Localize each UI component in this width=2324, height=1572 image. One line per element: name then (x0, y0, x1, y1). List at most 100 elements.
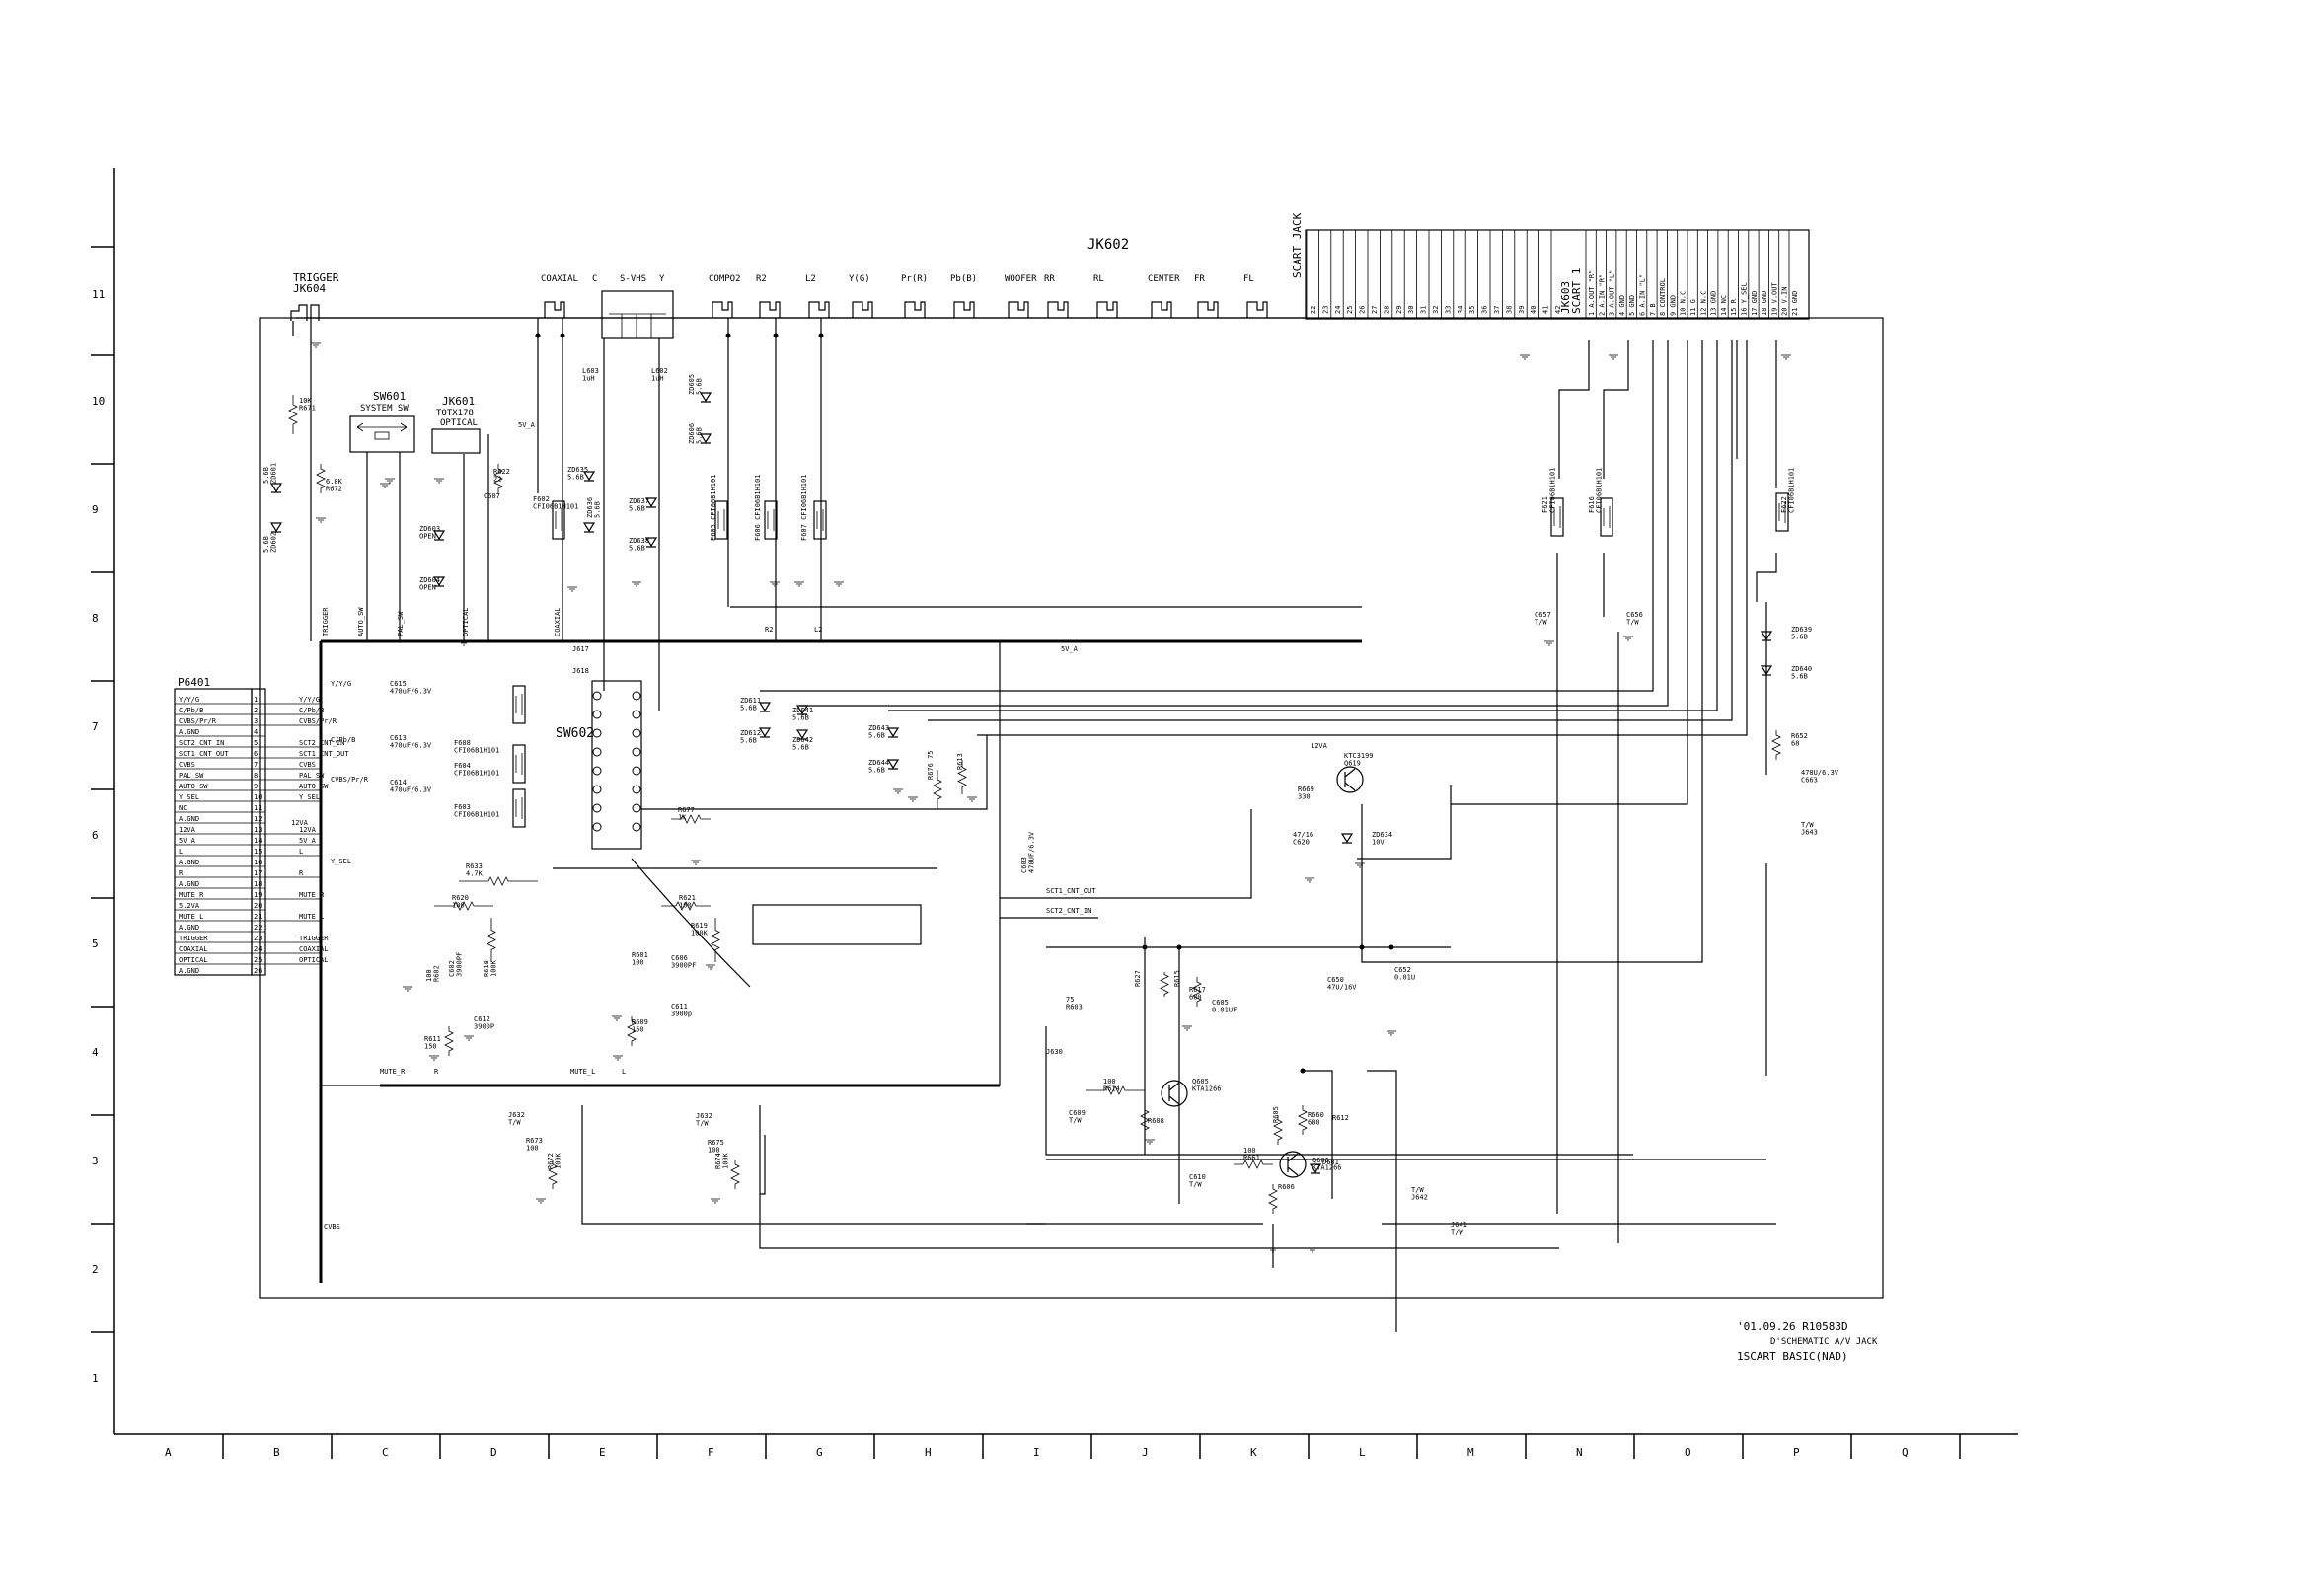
scart-jack-pin-39: 39 (1518, 306, 1526, 314)
comp-zd602: 5.6BZD602 (262, 532, 278, 553)
row-label-2: 2 (92, 1263, 99, 1276)
row-label-10: 10 (92, 395, 105, 408)
scart-wiring (553, 340, 1777, 1332)
p6401-pin-name-19: MUTE_R (179, 891, 204, 899)
comp-f622: F622CFI06B1H101 (1780, 468, 1796, 513)
scart1-pin-1: 1 A.OUT "R" (1588, 270, 1596, 316)
p6401-pin-name-21: MUTE_L (179, 913, 203, 921)
scart-jack-pin-37: 37 (1493, 306, 1501, 314)
comp-c607: C607 (484, 492, 500, 500)
net-l: L (622, 1068, 626, 1076)
p6401-pin-name-11: NC (179, 804, 187, 812)
title-desc-line: D'SCHEMATIC A/V JACK (1770, 1337, 1878, 1347)
comp-r618: R618100K (483, 959, 498, 977)
p6401-pin-num-12: 12 (254, 815, 262, 823)
scart1-pin-13: 13 GND (1710, 291, 1718, 316)
scart1-pin-14: 14 NC (1720, 295, 1728, 316)
net-auto-sw: AUTO_SW (357, 607, 365, 636)
scart1-pin-18: 18 GND (1761, 291, 1768, 316)
row-label-5: 5 (92, 937, 99, 950)
col-label-k: K (1250, 1446, 1257, 1459)
sw602-actuator-arc (631, 858, 751, 988)
jk602-label-compo2: COMPO2 (709, 274, 741, 284)
p6401-pin-num-21: 21 (254, 913, 262, 921)
jack-rr (1047, 301, 1069, 318)
col-label-l: L (1359, 1446, 1366, 1459)
p6401-pin-name-8: PAL_SW (179, 772, 204, 780)
p6401-net-17: R (299, 869, 304, 877)
p6401-pin-name-6: SCT1_CNT_OUT (179, 750, 229, 758)
p6401-pin-name-7: CVBS (179, 761, 195, 769)
p6401-pin-num-11: 11 (254, 804, 262, 812)
scart1-pin-6: 6 A.IN "L" (1639, 274, 1647, 316)
scart1-pin-7: 7 B (1649, 303, 1657, 316)
p6401-pin-num-6: 6 (254, 750, 258, 758)
p6401-pin-num-23: 23 (254, 935, 262, 942)
p6401-pin-num-25: 25 (254, 956, 262, 964)
comp-f605: F605 CFI06B1H101 (710, 475, 717, 541)
net-yyg: Y/Y/G (331, 680, 351, 688)
col-label-b: B (273, 1446, 280, 1459)
comp-r605: R605 (1272, 1106, 1280, 1123)
p6401-pin-num-10: 10 (254, 793, 262, 801)
p6401-pin-name-20: 5.2VA (179, 902, 200, 910)
p6401-pin-num-15: 15 (254, 848, 262, 856)
comp-j630: J630 (1046, 1048, 1063, 1056)
jk602-label: JK602 (1087, 237, 1129, 253)
p6401-pin-name-10: Y_SEL (179, 793, 199, 801)
net-cvbsprr: CVBS/Pr/R (331, 776, 369, 784)
net-sct2: SCT2_CNT_IN (1046, 907, 1091, 915)
p6401-pin-num-22: 22 (254, 924, 262, 932)
net-r2: R2 (765, 626, 773, 634)
scart1-label: SCART 1 (1570, 268, 1583, 314)
scart-jack-pin-32: 32 (1432, 306, 1440, 314)
jack-wires (292, 318, 1362, 711)
scart-jack-pin-29: 29 (1395, 306, 1403, 314)
jack-coaxial (544, 301, 565, 318)
jk602-label-svhs-c: C (592, 274, 597, 284)
comp-r627: R627 (1134, 970, 1142, 987)
scart-jack-pin-28: 28 (1383, 306, 1390, 314)
p6401-pin-num-5: 5 (254, 739, 258, 747)
scart-jack-pin-25: 25 (1346, 306, 1354, 314)
title-model-line: 1SCART BASIC(NAD) (1737, 1350, 1848, 1363)
scart1-pin-20: 20 V.IN (1781, 286, 1789, 316)
p6401-pin-num-14: 14 (254, 837, 262, 845)
sw601-label: SW601 (373, 390, 406, 403)
jk602-label-fr: FR (1194, 274, 1205, 284)
jack-pbb (953, 301, 975, 318)
p6401-net-5: SCT2_CNT_IN (299, 739, 344, 747)
jk602-label-woofer: WOOFER (1005, 274, 1037, 284)
p6401-net-23: TRIGGER (299, 935, 329, 942)
p6401-pin-name-14: 5V_A (179, 837, 196, 845)
p6401-pin-num-8: 8 (254, 772, 258, 780)
scart1-pin-4: 4 GND (1618, 295, 1626, 316)
jk602-label-coaxial: COAXIAL (541, 274, 578, 284)
p6401-pin-num-16: 16 (254, 859, 262, 866)
net-twelveva: 12VA (291, 819, 309, 827)
jack-r2 (759, 301, 781, 318)
scart1-pin-16: 16 Y_SEL (1741, 282, 1749, 316)
net-ysel: Y_SEL (331, 858, 351, 865)
